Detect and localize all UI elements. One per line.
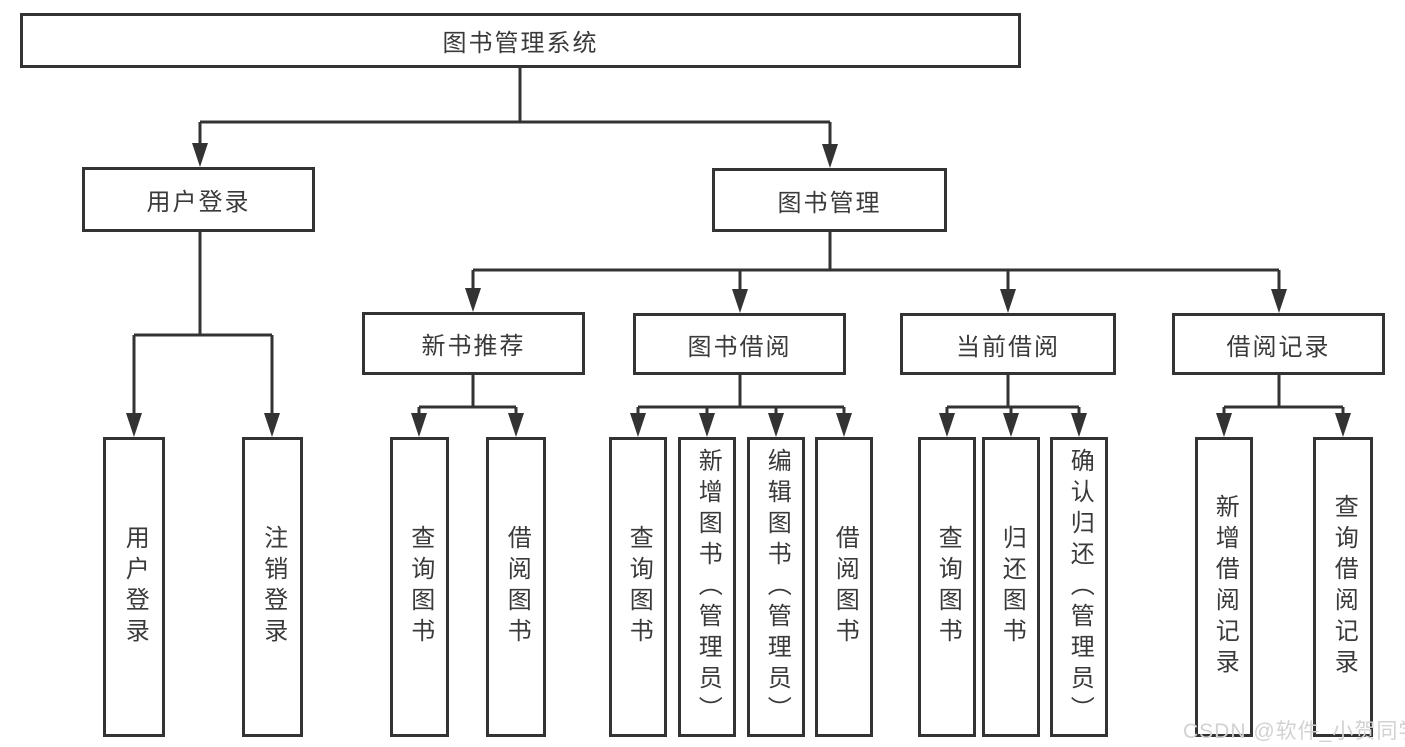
leaf-cb-return-books: 归还图书 — [982, 437, 1040, 737]
leaf-nb-borrow-books: 借阅图书 — [486, 437, 546, 737]
leaf-nb-query-books-label: 查询图书 — [406, 525, 434, 649]
leaf-bb-edit-books-label: 编辑图书（管理员） — [763, 447, 791, 727]
leaf-bb-edit-books: 编辑图书（管理员） — [747, 437, 805, 737]
leaf-cb-confirm-return: 确认归还（管理员） — [1050, 437, 1108, 737]
node-book-management-branch: 图书管理 — [712, 168, 947, 232]
leaf-user-login: 用户登录 — [103, 437, 165, 737]
leaf-bb-query-books: 查询图书 — [609, 437, 667, 737]
node-user-login-branch: 用户登录 — [82, 167, 315, 232]
node-new-book-recommend-label: 新书推荐 — [421, 333, 526, 360]
node-current-borrow: 当前借阅 — [900, 313, 1116, 375]
leaf-cb-confirm-return-label: 确认归还（管理员） — [1066, 447, 1094, 727]
leaf-nb-query-books: 查询图书 — [390, 437, 449, 737]
node-root-library-system: 图书管理系统 — [20, 13, 1021, 68]
leaf-cb-return-books-label: 归还图书 — [998, 525, 1026, 649]
leaf-user-login-label: 用户登录 — [121, 525, 149, 649]
leaf-logout-label: 注销登录 — [259, 525, 287, 649]
leaf-br-add-record: 新增借阅记录 — [1195, 437, 1253, 737]
node-book-management-branch-label: 图书管理 — [777, 189, 882, 217]
csdn-watermark: CSDN @软件_小贺同学 — [1183, 720, 1405, 743]
node-user-login-branch-label: 用户登录 — [146, 189, 251, 216]
leaf-cb-query-books-label: 查询图书 — [934, 525, 962, 649]
node-borrow-records: 借阅记录 — [1172, 313, 1385, 375]
leaf-bb-borrow-books-label: 借阅图书 — [831, 525, 859, 649]
leaf-bb-query-books-label: 查询图书 — [625, 525, 653, 649]
node-borrow-records-label: 借阅记录 — [1226, 333, 1331, 361]
leaf-nb-borrow-books-label: 借阅图书 — [503, 525, 531, 649]
leaf-br-query-record-label: 查询借阅记录 — [1330, 494, 1358, 680]
node-new-book-recommend: 新书推荐 — [362, 312, 585, 375]
leaf-bb-add-books: 新增图书（管理员） — [678, 437, 736, 737]
leaf-bb-add-books-label: 新增图书（管理员） — [694, 447, 722, 727]
leaf-logout: 注销登录 — [242, 437, 303, 737]
leaf-br-add-record-label: 新增借阅记录 — [1211, 494, 1239, 680]
node-book-borrow-label: 图书借阅 — [687, 333, 792, 361]
leaf-br-query-record: 查询借阅记录 — [1313, 437, 1373, 737]
node-root-label: 图书管理系统 — [442, 30, 599, 57]
leaf-bb-borrow-books: 借阅图书 — [815, 437, 873, 737]
node-current-borrow-label: 当前借阅 — [956, 333, 1060, 361]
node-book-borrow: 图书借阅 — [633, 313, 846, 375]
leaf-cb-query-books: 查询图书 — [918, 437, 976, 737]
